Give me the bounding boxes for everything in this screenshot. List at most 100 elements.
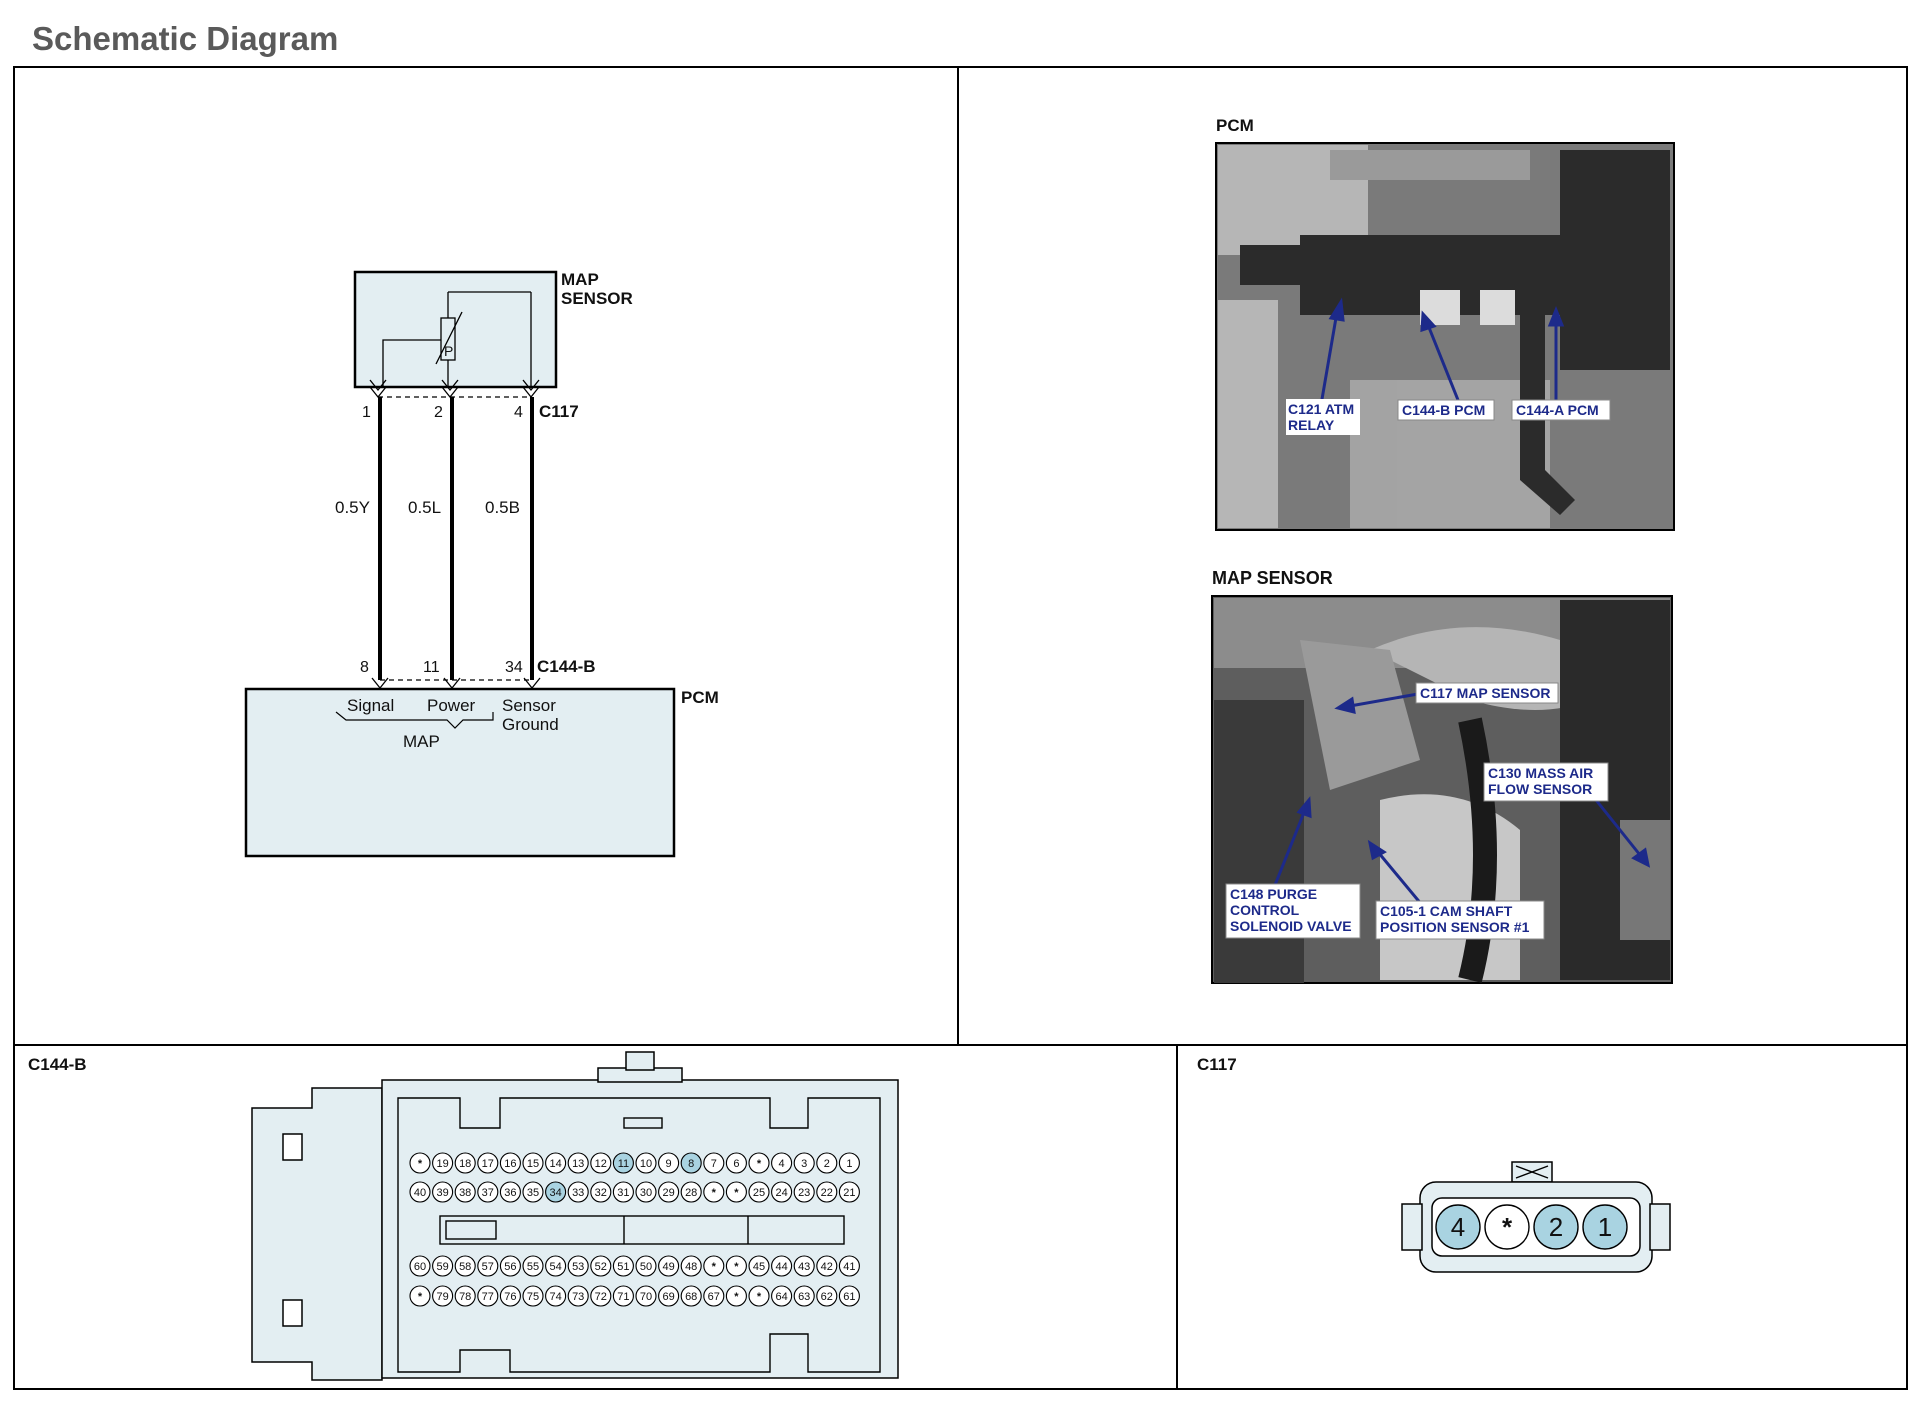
c144b-pin-label: 31 xyxy=(617,1187,629,1199)
c144b-pin-label: 49 xyxy=(662,1261,674,1273)
c144b-pin-label: 30 xyxy=(640,1187,652,1199)
c144b-pin xyxy=(748,1255,770,1277)
c144b-pin xyxy=(454,1285,476,1307)
c144b-pin-label: 70 xyxy=(640,1291,652,1303)
c144b-pin-label: 1 xyxy=(846,1158,852,1170)
c144b-pin xyxy=(612,1152,634,1174)
c144b-pin-label: 3 xyxy=(801,1158,807,1170)
c144b-pin xyxy=(545,1285,567,1307)
c144b-pin xyxy=(816,1181,838,1203)
c144b-pin xyxy=(838,1285,860,1307)
c144b-pin-label: 51 xyxy=(617,1261,629,1273)
pcm-label: PCM xyxy=(681,688,719,707)
c144b-pin-label: 75 xyxy=(527,1291,539,1303)
c144b-pin xyxy=(793,1285,815,1307)
c144b-pin-label: 68 xyxy=(685,1291,697,1303)
c144b-pin xyxy=(545,1181,567,1203)
c144b-pin xyxy=(725,1255,747,1277)
connector-c144b-face-label: C144-B xyxy=(28,1055,87,1074)
c144b-pin xyxy=(816,1152,838,1174)
c144b-pin xyxy=(567,1181,589,1203)
pcm-pin-power: Power xyxy=(427,696,476,715)
c144b-pin-label: 69 xyxy=(662,1291,674,1303)
c144b-pin-label: 42 xyxy=(821,1261,833,1273)
c144b-pin-label: 48 xyxy=(685,1261,697,1273)
c144b-pin-label: 25 xyxy=(753,1187,765,1199)
c144b-pin xyxy=(658,1181,680,1203)
c144b-pin-label: 78 xyxy=(459,1291,471,1303)
c144b-pin xyxy=(477,1255,499,1277)
c144b-pin-label: 34 xyxy=(549,1187,561,1199)
c144b-pin-label: * xyxy=(712,1187,717,1199)
pcm-map-group-label: MAP xyxy=(403,732,440,751)
c144b-pin-label: 28 xyxy=(685,1187,697,1199)
c144b-pin-label: 12 xyxy=(595,1158,607,1170)
c144b-pin-label: 50 xyxy=(640,1261,652,1273)
c144b-pin-label: 35 xyxy=(527,1187,539,1199)
c144b-pin xyxy=(771,1255,793,1277)
c144b-pin-label: 58 xyxy=(459,1261,471,1273)
c144b-pin-label: * xyxy=(734,1291,739,1303)
c117-pin xyxy=(1533,1204,1579,1250)
c144b-pin xyxy=(838,1152,860,1174)
c144b-pin xyxy=(703,1152,725,1174)
c144b-pin xyxy=(771,1285,793,1307)
c144b-pin-label: 59 xyxy=(436,1261,448,1273)
callout-c144a-pcm: C144-A PCM xyxy=(1516,402,1599,418)
c144b-pin-label: 63 xyxy=(798,1291,810,1303)
c144b-pin xyxy=(658,1285,680,1307)
c117-pin-label: * xyxy=(1502,1212,1513,1242)
c117-pin xyxy=(1484,1204,1530,1250)
c144b-pin xyxy=(703,1285,725,1307)
c144b-pin xyxy=(432,1181,454,1203)
c144b-pin xyxy=(432,1152,454,1174)
c144b-pin xyxy=(725,1181,747,1203)
wire-3-bottom-pin: 34 xyxy=(505,659,523,676)
c144b-pin xyxy=(816,1255,838,1277)
c144b-pin-label: 45 xyxy=(753,1261,765,1273)
map-sensor-photo-title: MAP SENSOR xyxy=(1212,568,1333,588)
c144b-pin xyxy=(499,1255,521,1277)
connector-c144b-schematic xyxy=(371,677,541,690)
c144b-pin-label: 18 xyxy=(459,1158,471,1170)
c144b-pin xyxy=(680,1152,702,1174)
c144b-pin xyxy=(658,1152,680,1174)
c144b-pin xyxy=(680,1285,702,1307)
c144b-pin-label: 54 xyxy=(549,1261,561,1273)
c144b-pin xyxy=(838,1181,860,1203)
pressure-sensor-symbol xyxy=(382,291,532,386)
c144b-pin xyxy=(703,1181,725,1203)
c144b-pin xyxy=(590,1152,612,1174)
c144b-pin xyxy=(409,1152,431,1174)
c144b-pin-label: 55 xyxy=(527,1261,539,1273)
wire-1-bottom-pin: 8 xyxy=(360,659,369,676)
c144b-pin xyxy=(545,1255,567,1277)
c144b-pin xyxy=(635,1285,657,1307)
c144b-pin xyxy=(499,1181,521,1203)
c144b-pin xyxy=(838,1255,860,1277)
c117-pin-label: 1 xyxy=(1598,1212,1612,1242)
c144b-pin-label: 57 xyxy=(482,1261,494,1273)
c144b-pin-label: 7 xyxy=(711,1158,717,1170)
c144b-pin xyxy=(567,1152,589,1174)
c144b-pin-label: * xyxy=(734,1187,739,1199)
page-title: Schematic Diagram xyxy=(32,20,339,57)
c144b-pin-label: 8 xyxy=(688,1158,694,1170)
c144b-pin-label: 76 xyxy=(504,1291,516,1303)
c144b-pin-label: 33 xyxy=(572,1187,584,1199)
map-sensor-photo-panel: MAP SENSOR C117 MAP SENSOR C130 MASS A xyxy=(1211,568,1673,984)
c144b-pin-label: 32 xyxy=(595,1187,607,1199)
c144b-pin-label: 67 xyxy=(708,1291,720,1303)
c144b-pin xyxy=(703,1255,725,1277)
c144b-pin xyxy=(748,1152,770,1174)
c117-pin xyxy=(1435,1204,1481,1250)
